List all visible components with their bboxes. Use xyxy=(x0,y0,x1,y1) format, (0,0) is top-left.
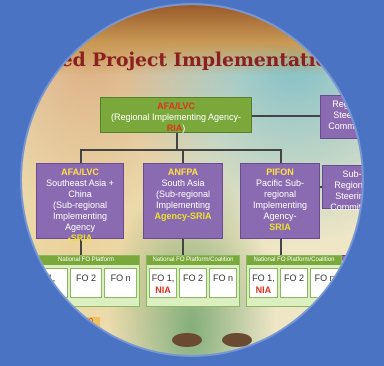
fo-label: FO n xyxy=(314,273,335,283)
sria-line: Pacific Sub-regional xyxy=(255,178,305,199)
fo-label: FO 2 xyxy=(76,273,97,283)
connector-line xyxy=(80,149,82,163)
sria-acronym: Agency-SRIA xyxy=(154,211,212,221)
sria-line: South Asia xyxy=(161,178,205,188)
fo-cell: FO 1, NIA xyxy=(249,268,278,298)
connector-line xyxy=(280,239,282,255)
platform-header: National FO Platform/Coalition xyxy=(147,256,239,265)
ria-close: ) xyxy=(182,123,186,133)
sria-line: Implementing xyxy=(252,200,308,210)
connector-line xyxy=(80,239,82,255)
sria-line: (Sub-regional xyxy=(52,200,108,210)
connector-line xyxy=(252,115,320,117)
connector-line xyxy=(320,186,322,188)
fo-label: FO 1, xyxy=(252,273,275,283)
fo-cell: FO n xyxy=(104,268,138,298)
connector-line xyxy=(182,239,184,255)
ria-head: AFA/LVC xyxy=(157,101,195,111)
ria-box: AFA/LVC (Regional Implementing Agency-RI… xyxy=(100,97,252,133)
sria-box-pacific: PIFON Pacific Sub-regional Implementing … xyxy=(240,163,320,239)
fo-cell: FO 2 xyxy=(179,268,207,298)
ria-acronym: RIA xyxy=(166,123,183,133)
fo-cell: FO n xyxy=(310,268,340,298)
fo-label: FO 2 xyxy=(182,273,203,283)
sria-head: AFA/LVC xyxy=(61,167,99,177)
slide-title: ted Project Implementation Mechan xyxy=(52,49,362,71)
fo-label: FO n xyxy=(212,273,233,283)
regional-steering-committee: Regional Steering Committee xyxy=(320,95,362,139)
national-fo-platform-coalition: National FO Platform/Coalition FO 1,NIA … xyxy=(146,255,240,307)
sria-box-southeast-asia: AFA/LVC Southeast Asia + China (Sub-regi… xyxy=(36,163,124,243)
sria-box-south-asia: ANFPA South Asia (Sub-regional Implement… xyxy=(143,163,223,239)
sria-head: PIFON xyxy=(266,167,294,177)
subregional-steering-committee: Sub-Regional Steering Committee xyxy=(322,165,362,212)
fo-cell: FO 1, NIA xyxy=(149,268,177,298)
connector-line xyxy=(280,149,282,163)
sria-acronym: -SRIA xyxy=(67,233,93,243)
fo-label: 1, xyxy=(47,273,56,283)
sria-head: ANFPA xyxy=(167,167,199,177)
sria-line: Implementing Agency xyxy=(52,211,108,232)
national-fo-platform: National FO Platform 1, FO 2 FO n xyxy=(32,255,140,307)
connector-line xyxy=(80,149,282,151)
national-fo-platform-coalition: National FO Platform/Coalition FO 1,NIA … xyxy=(246,255,342,307)
platform-header: National FO Platform/Coalition xyxy=(247,256,341,265)
sria-line: Agency- xyxy=(263,211,297,221)
sria-line: (Sub-regional xyxy=(155,189,211,199)
platform-header: National FO Platform xyxy=(33,256,139,265)
fo-label: FO 1, xyxy=(151,273,175,283)
fo-cell: FO 2 xyxy=(279,268,309,298)
fo-label: FO n xyxy=(110,273,131,283)
boat-illustration xyxy=(222,333,252,347)
ria-sub-text: (Regional Implementing Agency- xyxy=(110,112,242,122)
fo-label: FO 2 xyxy=(284,273,305,283)
slide-tag: 60 xyxy=(78,317,100,327)
sria-acronym: SRIA xyxy=(269,222,291,232)
boat-illustration xyxy=(172,333,202,347)
circular-slide-crop: ted Project Implementation Mechan AFA/LV… xyxy=(22,5,362,355)
ria-sub: (Regional Implementing Agency-RIA) xyxy=(103,112,249,134)
fo-nia: NIA xyxy=(255,285,272,295)
fo-cell: FO 2 xyxy=(69,268,103,298)
mural-banner xyxy=(22,5,362,75)
fo-cell: 1, xyxy=(35,268,68,298)
fo-nia: NIA xyxy=(155,285,171,295)
connector-line xyxy=(182,149,184,163)
connector-line xyxy=(176,133,178,149)
fo-cell: FO n xyxy=(209,268,237,298)
sria-line: Southeast Asia + China xyxy=(46,178,114,199)
sria-line: Implementing xyxy=(155,200,211,210)
